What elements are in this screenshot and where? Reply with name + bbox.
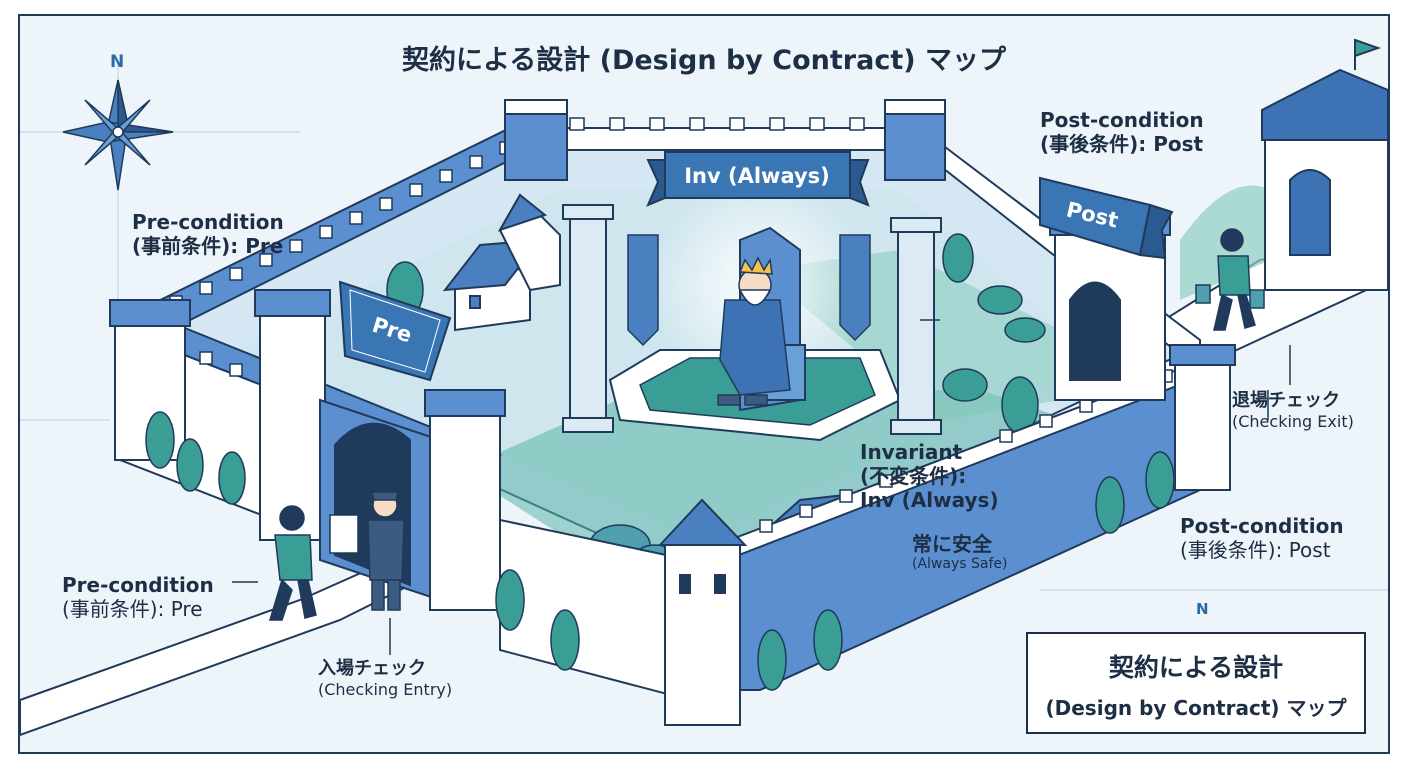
exit-building: [1261, 38, 1389, 291]
tower-gate-right: [424, 389, 506, 611]
label-post-top-line2: (事後条件): Post: [1040, 132, 1204, 156]
label-exit: 退場チェック (Checking Exit): [1232, 390, 1354, 431]
guard: [329, 491, 405, 611]
compass-north-label: N: [110, 52, 125, 72]
label-entry-line2: (Checking Entry): [318, 679, 453, 699]
banner-pre: Pre: [338, 280, 452, 382]
pillar-right: [890, 217, 942, 435]
leader-lines: [232, 319, 1291, 655]
tower-gate-left: [254, 289, 331, 541]
label-safe-line2: (Always Safe): [912, 556, 1008, 572]
label-safe-line1: 常に安全: [912, 532, 992, 556]
tower-post-gate: [1049, 214, 1171, 401]
king-figure: [717, 256, 791, 406]
label-pre-bottom-line2: (事前条件): Pre: [62, 597, 203, 621]
tower-front-right: [1169, 344, 1236, 491]
tower-back-left: [504, 99, 568, 181]
hanging-flags: [627, 234, 871, 347]
legend-title: 契約による設計: [1108, 653, 1284, 682]
label-pre-top: Pre-condition (事前条件): Pre: [132, 210, 284, 258]
label-post-top: Post-condition (事後条件): Post: [1040, 108, 1204, 156]
house-back-left: [442, 193, 561, 332]
tower-back-right: [884, 99, 946, 181]
traveler-entering: [268, 505, 317, 621]
pillar-left: [562, 204, 614, 433]
trees-front: [145, 411, 1175, 691]
label-pre-bottom-line1: Pre-condition: [62, 573, 214, 597]
label-invariant-line1: Invariant: [860, 440, 963, 464]
label-exit-line1: 退場チェック: [1232, 390, 1340, 411]
label-invariant-line3: Inv (Always): [860, 488, 999, 512]
legend-subtitle: (Design by Contract) マップ: [1045, 696, 1347, 720]
label-safe: 常に安全 (Always Safe): [912, 532, 1007, 573]
compass-rose-icon: [62, 79, 174, 191]
label-post-right-line1: Post-condition: [1180, 514, 1344, 538]
label-entry-line1: 入場チェック: [318, 658, 426, 679]
legend-box: 契約による設計 (Design by Contract) マップ: [1026, 632, 1366, 734]
label-pre-top-line1: Pre-condition: [132, 210, 284, 234]
banner-inv-text: Inv (Always): [684, 164, 830, 188]
label-post-right-line2: (事後条件): Post: [1180, 538, 1331, 562]
crenellations-back-top: [569, 117, 865, 131]
traveler-exiting: [1195, 228, 1265, 331]
label-post-right: Post-condition (事後条件): Post: [1180, 514, 1344, 562]
label-entry: 入場チェック (Checking Entry): [318, 658, 452, 699]
banner-post: Post: [1039, 176, 1174, 260]
label-post-top-line1: Post-condition: [1040, 108, 1204, 132]
label-invariant: Invariant (不変条件): Inv (Always): [860, 440, 999, 512]
compass-north-small-label: N: [1196, 600, 1209, 618]
label-pre-bottom: Pre-condition (事前条件): Pre: [62, 573, 214, 621]
tower-front-center: [657, 498, 748, 726]
label-exit-line2: (Checking Exit): [1232, 411, 1354, 431]
page-title: 契約による設計 (Design by Contract) マップ: [402, 45, 1006, 76]
label-invariant-line2: (不変条件):: [860, 464, 967, 488]
back-wall-top: [539, 127, 921, 151]
label-pre-top-line2: (事前条件): Pre: [132, 234, 284, 258]
banner-inv: Inv (Always): [646, 151, 870, 207]
